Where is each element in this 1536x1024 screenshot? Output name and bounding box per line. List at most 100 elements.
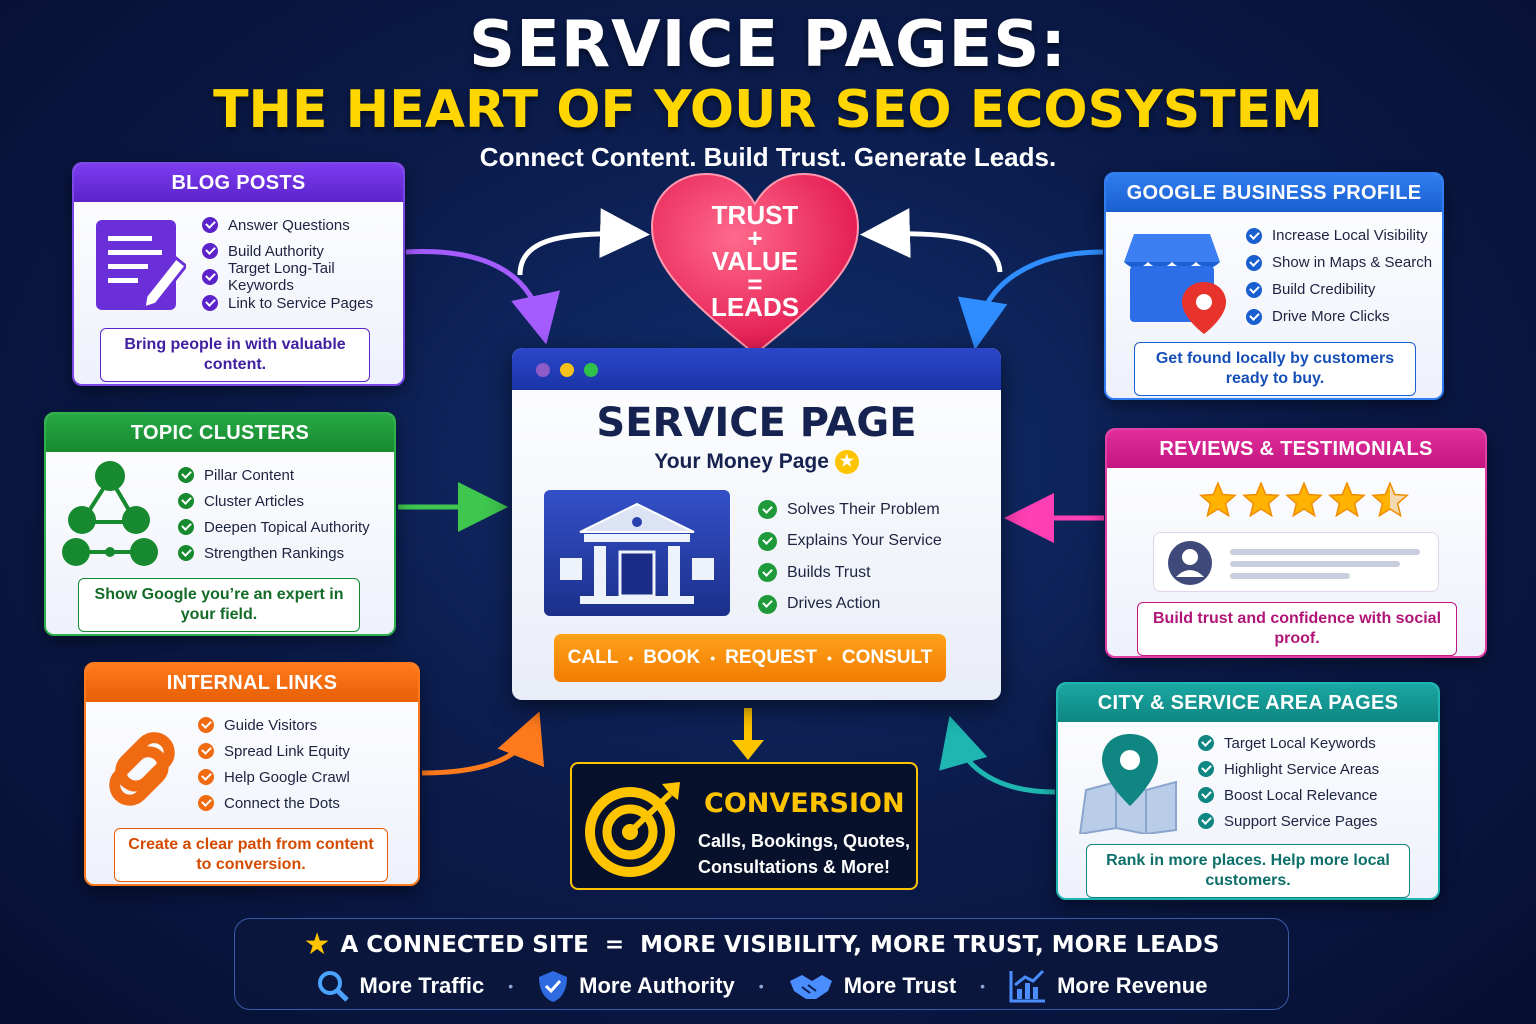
footer-item-traffic: More Traffic <box>316 969 484 1003</box>
card-title: REVIEWS & TESTIMONIALS <box>1107 430 1485 468</box>
blog-posts-card: BLOG POSTS Answer Questions Build Author… <box>72 162 405 386</box>
document-pen-icon <box>96 220 189 317</box>
list-item: Connect the Dots <box>198 790 350 816</box>
list-item: Target Long-Tail Keywords <box>202 260 403 294</box>
window-dot-icon <box>560 363 574 377</box>
browser-title-bar <box>512 348 1001 390</box>
page-subtitle: Connect Content. Build Trust. Generate L… <box>479 142 1057 172</box>
topic-clusters-card: TOPIC CLUSTERS Pillar Content Cluster Ar… <box>44 412 396 636</box>
list-item: Drives Action <box>758 589 942 621</box>
card-title: INTERNAL LINKS <box>86 664 418 702</box>
rating-star-icon <box>1242 481 1280 518</box>
trust-value-heart: TRUST + VALUE = LEADS <box>650 172 860 362</box>
card-title: BLOG POSTS <box>74 164 403 202</box>
window-dot-icon <box>536 363 550 377</box>
cta-consult[interactable]: CONSULT <box>841 647 933 668</box>
page-title: SERVICE PAGES: <box>469 8 1067 82</box>
list-item: Explains Your Service <box>758 526 942 558</box>
heart-line-leads: LEADS <box>710 292 800 322</box>
card-note: Show Google you’re an expert in your fie… <box>78 578 360 632</box>
list-item: Increase Local Visibility <box>1246 222 1432 249</box>
internal-links-card: INTERNAL LINKS Guide Visitors Spread Lin… <box>84 662 420 886</box>
search-icon <box>317 971 349 1002</box>
service-page-title: SERVICE PAGE <box>596 400 917 446</box>
list-item: Build Credibility <box>1246 276 1432 303</box>
footer-item-authority: More Authority <box>537 969 735 1003</box>
city-pages-card: CITY & SERVICE AREA PAGES Target Local K… <box>1056 682 1440 900</box>
list-item: Pillar Content <box>178 462 370 488</box>
arrow-left-to-heart <box>517 208 650 276</box>
list-item: Support Service Pages <box>1198 808 1379 834</box>
list-item: Drive More Clicks <box>1246 303 1432 330</box>
card-note: Build trust and confidence with social p… <box>1137 602 1457 656</box>
storefront-pin-icon <box>1124 226 1234 341</box>
target-arrow-icon <box>584 778 688 883</box>
list-item: Boost Local Relevance <box>1198 782 1379 808</box>
list-item: Spread Link Equity <box>198 738 350 764</box>
card-title: TOPIC CLUSTERS <box>46 414 394 452</box>
star-rating-icon <box>1199 481 1409 525</box>
review-snippet <box>1153 532 1439 592</box>
heart-op-equals: = <box>747 269 763 299</box>
list-item: Help Google Crawl <box>198 764 350 790</box>
window-dot-icon <box>584 363 598 377</box>
chain-link-icon <box>96 718 188 815</box>
arrow-city <box>939 715 1056 795</box>
arrow-gbp <box>957 249 1104 350</box>
card-note: Bring people in with valuable content. <box>100 328 370 382</box>
list-item: Link to Service Pages <box>202 290 403 316</box>
star-icon: ★ <box>303 928 331 961</box>
cta-call[interactable]: CALL <box>567 647 619 668</box>
cta-button[interactable]: CALL• BOOK• REQUEST• CONSULT <box>554 634 946 682</box>
arrow-right-to-heart <box>860 208 1003 273</box>
map-pin-icon <box>1076 730 1184 839</box>
cta-request[interactable]: REQUEST <box>725 647 817 668</box>
rating-star-icon <box>1371 481 1409 518</box>
card-title: GOOGLE BUSINESS PROFILE <box>1106 174 1442 212</box>
growth-chart-icon <box>1009 969 1046 1003</box>
footer-separator: • <box>508 978 514 994</box>
list-item: Solves Their Problem <box>758 494 942 526</box>
list-item: Builds Trust <box>758 557 942 589</box>
list-item: Target Local Keywords <box>1198 730 1379 756</box>
heart-op-plus: + <box>747 223 763 253</box>
conversion-line-2: Consultations & More! <box>698 857 890 877</box>
footer-separator: • <box>980 978 986 994</box>
footer-item-trust: More Trust <box>788 971 956 1001</box>
list-item: Guide Visitors <box>198 712 350 738</box>
footer-item-revenue: More Revenue <box>1009 969 1207 1003</box>
handshake-icon <box>789 975 832 999</box>
star-badge-icon: ★ <box>834 450 859 475</box>
arrow-links <box>421 711 545 776</box>
list-item: Answer Questions <box>202 212 403 238</box>
conversion-line-1: Calls, Bookings, Quotes, <box>698 831 911 851</box>
rating-star-icon <box>1285 481 1323 518</box>
rating-star-icon <box>1199 481 1237 518</box>
heart-icon <box>650 172 860 356</box>
footer-headline: A CONNECTED SITE = MORE VISIBILITY, MORE… <box>340 932 1220 958</box>
card-note: Create a clear path from content to conv… <box>114 828 388 882</box>
google-business-card: GOOGLE BUSINESS PROFILE Increase Local V… <box>1104 172 1444 400</box>
reviews-card: REVIEWS & TESTIMONIALS Build trust and c… <box>1105 428 1487 658</box>
card-note: Rank in more places. Help more local cus… <box>1086 844 1410 898</box>
summary-footer: ★ A CONNECTED SITE = MORE VISIBILITY, MO… <box>234 918 1289 1010</box>
page-title-highlight: THE HEART OF YOUR SEO ECOSYSTEM <box>213 80 1323 140</box>
card-title: CITY & SERVICE AREA PAGES <box>1058 684 1438 722</box>
conversion-box: CONVERSION Calls, Bookings, Quotes, Cons… <box>570 762 918 890</box>
cta-book[interactable]: BOOK <box>643 647 701 668</box>
list-item: Cluster Articles <box>178 488 370 514</box>
list-item: Strengthen Rankings <box>178 540 370 566</box>
shield-icon <box>539 971 568 1002</box>
list-item: Build Authority <box>202 238 403 264</box>
footer-separator: • <box>758 978 764 994</box>
list-item: Deepen Topical Authority <box>178 514 370 540</box>
list-item: Show in Maps & Search <box>1246 249 1432 276</box>
bank-building-icon <box>544 490 730 616</box>
heart-line-value: VALUE <box>711 246 799 276</box>
card-note: Get found locally by customers ready to … <box>1134 342 1416 396</box>
service-page-subtitle: Your Money Page ★ <box>512 450 1001 475</box>
conversion-title: CONVERSION <box>704 788 905 819</box>
cluster-network-icon <box>60 460 164 575</box>
list-item: Highlight Service Areas <box>1198 756 1379 782</box>
